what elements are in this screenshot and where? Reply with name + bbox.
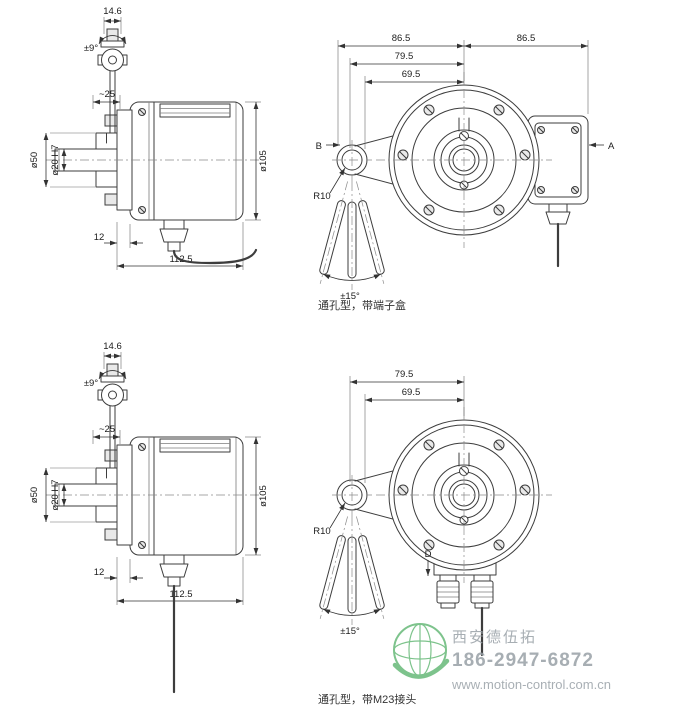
caption-m23-connector: 通孔型，带M23接头 [318,692,416,706]
side-view-m23-variant [29,341,269,605]
box-screw-icon [571,186,579,194]
watermark: 西安德伍拓 186-2947-6872 www.motion-control.c… [392,623,611,692]
box-screw-icon [571,126,579,134]
dim-69-5: 69.5 [402,387,421,398]
dim-pm15: ±15° [340,291,360,302]
dim-r10: R10 [313,526,330,537]
box-screw-icon [537,186,545,194]
dim-86-5-right: 86.5 [517,33,536,44]
dim-69-5: 69.5 [402,69,421,80]
front-top-dimensions: 86.5 86.5 79.5 69.5 R10 ±15° A B [313,33,615,302]
dim-79-5: 79.5 [395,51,414,62]
watermark-url: www.motion-control.com.cn [451,677,611,692]
view-label-a: A [608,141,615,152]
watermark-phone: 186-2947-6872 [452,650,594,671]
view-label-d: D [425,549,432,560]
caption-terminal-box: 通孔型，带端子盒 [318,298,406,312]
globe-logo-icon [392,623,450,679]
dim-r10: R10 [313,191,330,202]
terminal-box [527,115,589,268]
front-bottom-dimensions: 79.5 69.5 R10 ±15° D [313,369,465,637]
watermark-company: 西安德伍拓 [452,628,537,646]
cable-pigtail [172,248,258,265]
dim-86-5-left: 86.5 [392,33,411,44]
side-view-terminal-box-variant [29,6,269,270]
dim-pm15: ±15° [340,626,360,637]
box-screw-icon [537,126,545,134]
dim-79-5: 79.5 [395,369,414,380]
view-label-b: B [316,141,322,152]
